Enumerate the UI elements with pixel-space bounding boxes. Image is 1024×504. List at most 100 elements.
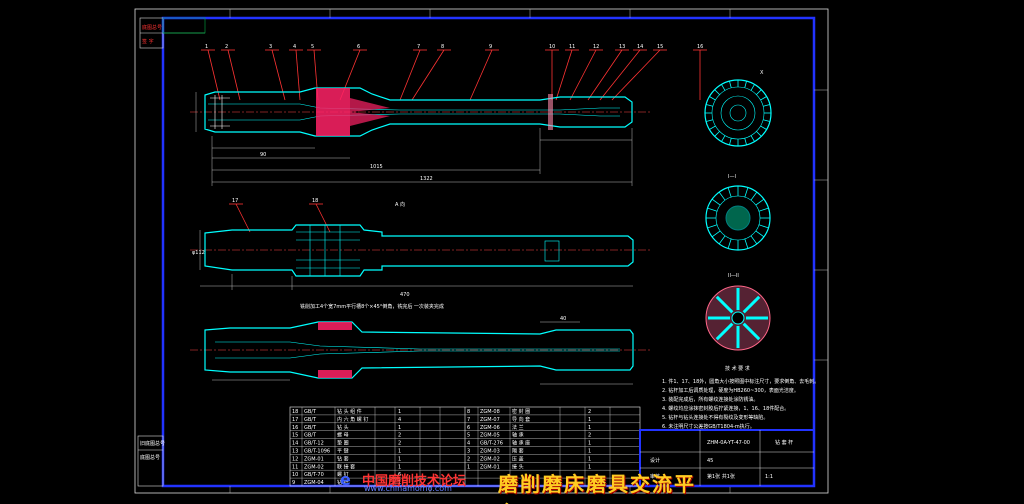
view-label-x: X <box>760 70 764 76</box>
bom-cell: 1 <box>398 464 401 470</box>
balloon-label: 8 <box>441 44 444 50</box>
balloon-12: 12 <box>569 44 603 101</box>
technical-requirements: 技 术 要 求 1. 件1、17、18外，圆角大小按照图中标注尺寸，要求倒角、去… <box>662 365 819 430</box>
bom-cell: 7 <box>467 417 470 423</box>
bom-cell: 3 <box>467 449 470 455</box>
bom-cell: 螺 母 <box>337 432 349 439</box>
bom-cell: 内 六 角 螺 钉 <box>337 416 368 423</box>
bottom-section-view: 40 <box>190 316 650 385</box>
title-block-code: ZHM-0A-YT-47-00 <box>707 440 750 446</box>
bom-cell: GB/T <box>304 409 317 415</box>
bom-cell: GB/T <box>304 433 317 439</box>
dim-bottom-1: 40 <box>560 316 566 322</box>
title-block-checked: 审核 <box>650 473 660 480</box>
bom-cell: 1 <box>398 449 401 455</box>
bom-cell: 1 <box>588 417 591 423</box>
balloon-label: 1 <box>205 44 208 50</box>
bom-cell: 8 <box>467 409 470 415</box>
bom-cell: 钻 套 <box>337 455 349 462</box>
balloon-label: 18 <box>312 198 318 204</box>
dim-length-3: 90 <box>260 152 266 158</box>
bom-cell: ZGM-07 <box>480 417 500 423</box>
bom-cell: ZGM-02 <box>480 456 500 462</box>
outer-frame <box>134 8 829 494</box>
bom-cell: 2 <box>588 409 591 415</box>
title-block: 钻 套 杆 ZHM-0A-YT-47-00 45 设计 审核 1:1 第1张 共… <box>639 429 815 487</box>
bom-cell: ZGM-02 <box>304 464 324 470</box>
balloon-label: 6 <box>357 44 360 50</box>
bom-cell: 钻 头 组 件 <box>337 408 362 415</box>
tech-req-5: 5. 钻杆与钻头连接处不得有裂纹及变形等缺陷。 <box>662 414 768 421</box>
bom-cell: 轴 承 座 <box>512 440 530 447</box>
balloon-label: 5 <box>311 44 314 50</box>
bom-cell: ZGM-04 <box>304 480 324 486</box>
bom-cell: ZGM-03 <box>480 449 500 455</box>
frame-ticks <box>229 9 828 493</box>
bom-cell: 1 <box>398 456 401 462</box>
balloon-14: 14 <box>599 44 647 101</box>
stamp-bottom-label2: 底图总号 <box>140 454 160 461</box>
balloon-7: 7 <box>399 44 427 101</box>
bom-cell: 2 <box>467 456 470 462</box>
bom-cell: 1 <box>588 425 591 431</box>
bom-cell: GB/T <box>304 425 317 431</box>
bom-cell: ZGM-08 <box>480 409 500 415</box>
bom-cell: 1 <box>588 449 591 455</box>
balloon-10: 10 <box>545 44 559 100</box>
bom-cell: 2 <box>398 433 401 439</box>
bom-cell: 密 封 圈 <box>512 408 530 415</box>
bom-cell: 11 <box>292 464 298 470</box>
bom-cell: 17 <box>292 417 298 423</box>
bom-cell: 联 接 套 <box>337 463 355 470</box>
bom-cell: 2 <box>398 441 401 447</box>
bom-cell: GB/T-276 <box>480 441 503 447</box>
bom-cell: 接 头 <box>512 463 524 470</box>
dim-total-length: 1322 <box>420 176 433 182</box>
bom-cell: ZGM-06 <box>480 425 500 431</box>
bom-cell: 螺 钉 <box>337 471 349 478</box>
forum-watermark: e 中国磨削技术论坛 磨削磨床磨具交流平台 www.chinamomo.com <box>340 470 700 504</box>
bom-cell: 垫 圈 <box>337 440 349 447</box>
bom-cell: 导 向 套 <box>512 416 530 423</box>
balloon-15: 15 <box>611 44 667 101</box>
balloon-label: 4 <box>293 44 296 50</box>
balloon-9: 9 <box>469 44 499 101</box>
tech-req-title: 技 术 要 求 <box>725 365 750 372</box>
balloon-18: 18 <box>309 198 331 233</box>
title-block-material: 45 <box>707 458 713 464</box>
bom-cell: GB/T <box>304 417 317 423</box>
bom-cell: ZGM-01 <box>304 456 324 462</box>
dim-length-2: 1015 <box>370 164 383 170</box>
stamp-top-label2: 签 字 <box>142 38 154 45</box>
bom-cell: 1 <box>588 441 591 447</box>
bom-cell: 1 <box>398 409 401 415</box>
balloon-label: 15 <box>657 44 663 50</box>
bom-cell: GB/T-1096 <box>304 449 330 455</box>
bom-cell: ZGM-05 <box>480 433 500 439</box>
balloon-13: 13 <box>587 44 629 101</box>
bom-cell: 钻 头 <box>337 424 349 431</box>
bom-cell: 1 <box>398 480 401 486</box>
stamp-bottom-label: 旧底图总号 <box>140 440 165 447</box>
forum-name: 中国磨削技术论坛 <box>362 474 467 489</box>
dim-mid-length: 470 <box>400 292 410 298</box>
balloon-label: 17 <box>232 198 238 204</box>
title-block-drawn: 设计 <box>650 457 660 464</box>
balloon-label: 13 <box>619 44 625 50</box>
bom-cell: 18 <box>292 409 298 415</box>
bom-cell: 1 <box>467 464 470 470</box>
view-label-a: A 向 <box>395 201 405 208</box>
machining-note: 铣削加工4个宽7mm平行槽8个×45°倒角，铣完后 一次装夹完成 <box>300 303 444 310</box>
bom-cell: 6 <box>467 425 470 431</box>
bom-cell: 隔 套 <box>512 448 524 455</box>
forum-slogan: 磨削磨床磨具交流平台 <box>498 472 696 504</box>
bom-cell: GB/T-70 <box>304 472 324 478</box>
bom-cell: 2 <box>588 433 591 439</box>
middle-exterior-view: φ112 470 A 向 铣削加工4个宽7mm平行槽8个×45°倒角，铣完后 一… <box>190 201 650 310</box>
dim-side-phi: φ112 <box>192 250 205 256</box>
balloon-label: 9 <box>489 44 492 50</box>
bom-cell: 9 <box>292 480 295 486</box>
bom-cell: 1 <box>398 425 401 431</box>
